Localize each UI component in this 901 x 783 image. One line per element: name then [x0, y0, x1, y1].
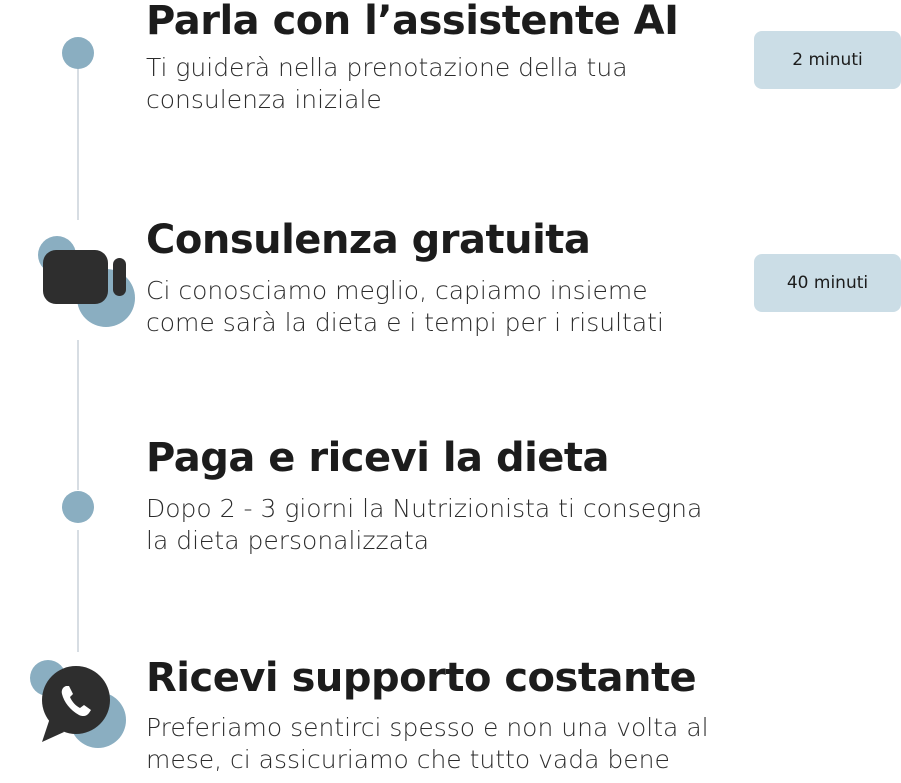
step-3-title: Paga e ricevi la dieta: [146, 435, 610, 481]
step-4-desc-line-2: mese, ci assicuriamo che tutto vada bene: [146, 745, 670, 774]
step-4: Ricevi supporto costante Preferiamo sent…: [146, 654, 709, 776]
step-1-desc-line-1: Ti guiderà nella prenotazione della tua: [146, 53, 628, 82]
step-4-title: Ricevi supporto costante: [146, 655, 697, 701]
step-2-desc-line-2: come sarà la dieta e i tempi per i risul…: [146, 308, 664, 337]
step-4-desc-line-1: Preferiamo sentirci spesso e non una vol…: [146, 713, 709, 742]
timeline-line-1: [77, 68, 79, 220]
step-3-desc-line-1: Dopo 2 - 3 giorni la Nutrizionista ti co…: [146, 494, 703, 523]
step-2-duration-badge: 40 minuti: [754, 254, 901, 312]
step-1-desc-line-2: consulenza iniziale: [146, 85, 382, 114]
step-1-dot: [62, 37, 94, 69]
step-3: Paga e ricevi la dieta Dopo 2 - 3 giorni…: [146, 434, 702, 557]
step-2-title: Consulenza gratuita: [146, 217, 591, 263]
timeline-line-2: [77, 340, 79, 490]
timeline-line-3: [77, 530, 79, 652]
video-camera-icon: [36, 236, 136, 328]
step-3-desc-line-2: la dieta personalizzata: [146, 526, 430, 555]
step-1: Parla con l’assistente AI Ti guiderà nel…: [146, 0, 679, 116]
step-3-dot: [62, 491, 94, 523]
step-2: Consulenza gratuita Ci conosciamo meglio…: [146, 216, 664, 339]
step-1-duration-badge: 2 minuti: [754, 31, 901, 89]
whatsapp-icon: [28, 656, 132, 754]
step-2-desc-line-1: Ci conosciamo meglio, capiamo insieme: [146, 276, 648, 305]
step-1-title: Parla con l’assistente AI: [146, 0, 679, 44]
